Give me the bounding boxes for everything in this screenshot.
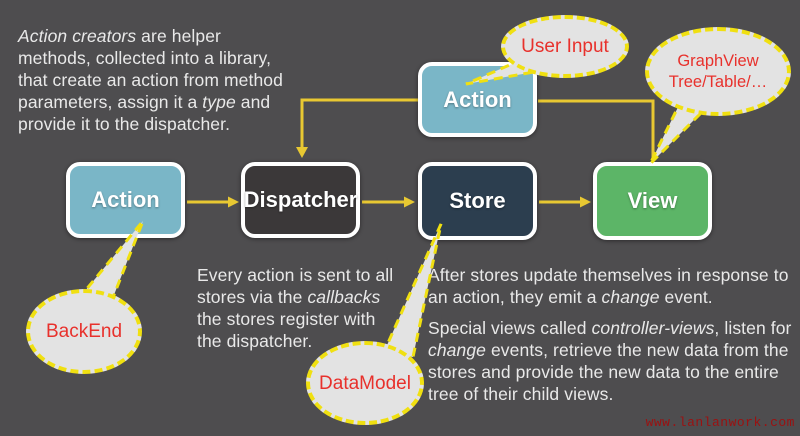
view-box: View <box>593 162 712 240</box>
backend-bubble: BackEnd <box>26 289 142 374</box>
user-input-bubble-label: User Input <box>521 36 609 57</box>
action-top-label: Action <box>443 86 512 112</box>
graphview-bubble: GraphView Tree/Table/… <box>645 27 791 116</box>
arrowhead-into-view <box>580 196 591 208</box>
watermark-text: www.lanlanwork.com <box>645 415 795 430</box>
line-view-to-action-top <box>538 99 655 161</box>
graphview-bubble-line1: GraphView <box>677 51 759 70</box>
store-note-paragraph-2: Special views called controller-views, l… <box>428 318 792 404</box>
datamodel-bubble: DataModel <box>306 341 424 425</box>
line-action-top-to-dispatcher <box>300 98 418 148</box>
datamodel-bubble-tail <box>381 223 443 359</box>
store-view-note: After stores update themselves in respon… <box>428 264 798 414</box>
action-creators-note: Action creators are helper methods, coll… <box>18 26 283 134</box>
view-label: View <box>627 188 678 213</box>
backend-bubble-tail <box>77 220 145 302</box>
dispatcher-note: Every action is sent to all stores via t… <box>197 265 394 351</box>
backend-bubble-label: BackEnd <box>45 321 123 342</box>
datamodel-bubble-label: DataModel <box>319 372 411 394</box>
user-input-bubble: User Input <box>501 15 629 78</box>
store-note-paragraph-1: After stores update themselves in respon… <box>428 265 789 307</box>
arrowhead-into-dispatcher <box>228 196 239 208</box>
dispatcher-box: Dispatcher <box>241 162 360 238</box>
dispatcher-label: Dispatcher <box>243 187 358 212</box>
arrowhead-into-store <box>404 196 415 208</box>
graphview-bubble-line2: Tree/Table/… <box>668 72 768 91</box>
action-left-label: Action <box>91 187 160 212</box>
graphview-bubble-tail <box>648 96 707 166</box>
arrowhead-down-into-dispatcher <box>296 147 308 158</box>
store-box: Store <box>418 162 537 240</box>
store-label: Store <box>449 188 506 213</box>
graphview-bubble-label: GraphView Tree/Table/… <box>669 51 767 93</box>
action-left-box: Action <box>66 162 185 238</box>
